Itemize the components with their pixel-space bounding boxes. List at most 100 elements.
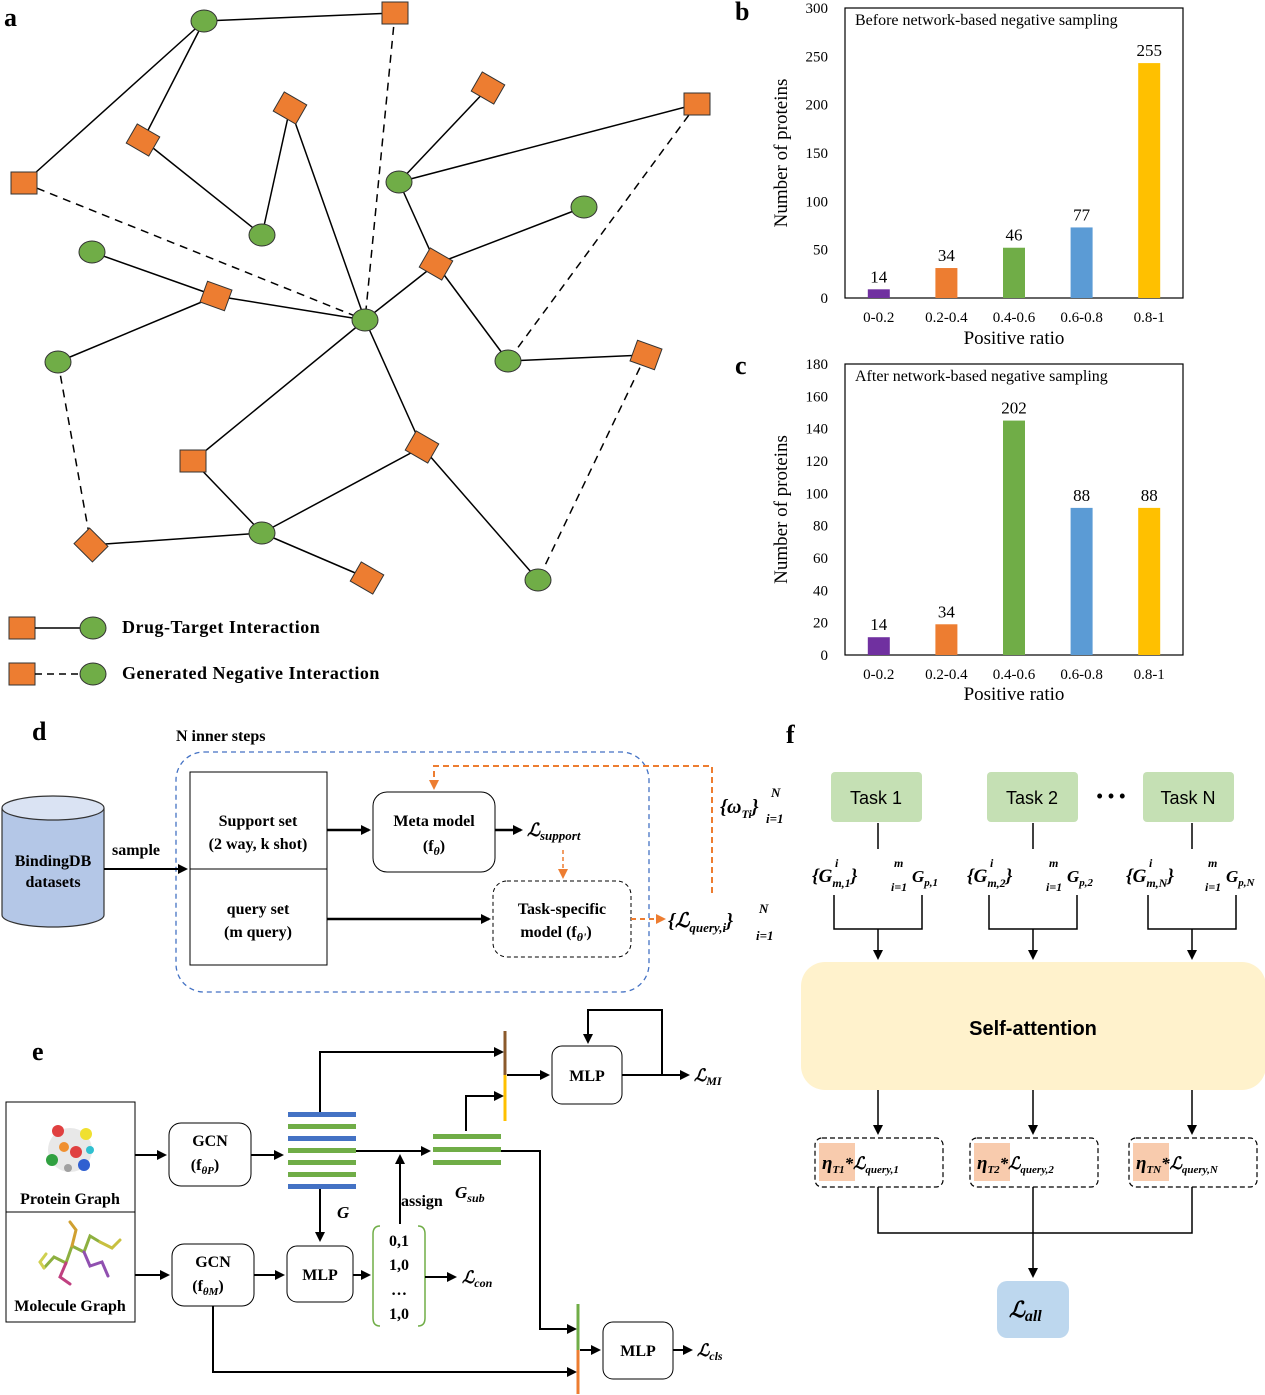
task-2-box <box>987 772 1078 822</box>
protein-graph-label: Protein Graph <box>20 1191 120 1208</box>
interaction-edge <box>261 446 423 534</box>
meta-model-box <box>372 791 496 873</box>
chart-before-sampling: Before network-based negative sampling05… <box>771 1 1184 349</box>
assign-row-1: 0,1 <box>389 1233 409 1250</box>
legend-target-icon <box>79 616 107 640</box>
g-label: G <box>337 1203 350 1222</box>
y-tick-label: 0 <box>821 648 829 664</box>
legend-dti-label: Drug-Target Interaction <box>122 617 320 637</box>
task-input-protein: Gp,N <box>1226 867 1256 889</box>
task-weights-set: {ωTi} <box>720 796 759 821</box>
graph-embedding-g <box>288 1112 356 1189</box>
x-tick-label: 0.6-0.8 <box>1060 310 1103 326</box>
panel-label-a: a <box>4 3 17 32</box>
x-tick-label: 0.4-0.6 <box>993 310 1036 326</box>
task-weight-highlight <box>974 1143 1010 1181</box>
interaction-edge <box>23 20 205 184</box>
drug-node <box>470 71 506 105</box>
drug-node <box>381 1 409 25</box>
x-axis-title: Positive ratio <box>964 328 1065 349</box>
gcn-molecule-label: GCN <box>195 1254 231 1271</box>
y-tick-label: 250 <box>806 49 829 65</box>
interaction-edge <box>421 446 539 581</box>
interaction-edge <box>507 354 647 362</box>
negative-edge <box>364 12 396 321</box>
self-attention-box <box>801 962 1265 1090</box>
negative-edge <box>537 354 647 581</box>
interaction-edge <box>90 532 263 546</box>
task-weight-highlight <box>1133 1143 1169 1181</box>
x-tick-label: 0.6-0.8 <box>1060 667 1103 683</box>
mi-loss: ℒMI <box>694 1066 723 1088</box>
task-input-formula: {Gm,2} <box>967 866 1013 890</box>
target-node <box>44 350 72 374</box>
drug-node <box>179 449 207 473</box>
task-input-formula: {Gm,1} <box>812 866 858 890</box>
mlp-bottom-label: MLP <box>620 1343 656 1360</box>
task-weights-lim: i=1 <box>766 811 784 826</box>
mlp-middle-label: MLP <box>302 1267 338 1284</box>
chart-title: After network-based negative sampling <box>855 368 1108 385</box>
drug-node <box>73 527 109 563</box>
task-input-sup2: m <box>1208 856 1217 870</box>
interaction-edge <box>261 107 291 236</box>
drug-node <box>683 92 711 116</box>
x-axis-title: Positive ratio <box>964 684 1065 705</box>
y-tick-label: 120 <box>806 454 829 470</box>
subgraph-embedding-gsub <box>433 1134 501 1165</box>
task-ellipsis: • • • <box>1097 786 1126 806</box>
target-node <box>78 240 106 264</box>
sample-label: sample <box>112 842 160 859</box>
db-label-1: BindingDB <box>15 853 92 870</box>
x-tick-label: 0.8-1 <box>1134 667 1165 683</box>
bar-value-label: 255 <box>1136 41 1162 60</box>
interaction-edge <box>398 87 489 183</box>
y-tick-label: 0 <box>821 291 829 307</box>
y-tick-label: 20 <box>813 616 828 632</box>
interaction-edge <box>435 206 585 265</box>
panel-label-b: b <box>735 0 749 26</box>
bar-value-label: 14 <box>870 267 888 286</box>
y-tick-label: 140 <box>806 422 829 438</box>
bar <box>935 268 958 298</box>
bar-value-label: 88 <box>1073 486 1090 505</box>
target-node <box>248 521 276 545</box>
bar-value-label: 202 <box>1001 399 1027 418</box>
panel-d-meta-learning: N inner steps BindingDB datasets sample … <box>1 728 784 993</box>
interaction-edge <box>192 460 263 534</box>
drug-node <box>272 91 308 125</box>
target-node <box>190 9 218 33</box>
query-loss-set: {ℒquery,i} <box>668 910 733 935</box>
bar-value-label: 34 <box>938 602 956 621</box>
db-label-2: datasets <box>25 874 80 891</box>
task-2-label: Task 2 <box>1006 788 1058 808</box>
task-input-protein: Gp,1 <box>912 867 938 889</box>
target-node <box>524 568 552 592</box>
bar-value-label: 46 <box>1006 226 1023 245</box>
drug-node <box>418 247 454 281</box>
gsub-label: Gsub <box>455 1183 485 1205</box>
bar-value-label: 34 <box>938 246 956 265</box>
bar <box>1138 507 1161 655</box>
legend-drug-icon-neg <box>8 662 36 686</box>
molecule-structure-image <box>38 1220 122 1286</box>
bar-value-label: 77 <box>1073 205 1091 224</box>
bar <box>867 289 890 298</box>
con-loss: ℒcon <box>462 1268 493 1290</box>
task-weight-highlight <box>819 1143 855 1181</box>
panel-e-architecture: Protein Graph Molecule Graph GCN (fθP) G… <box>5 1009 723 1394</box>
y-tick-label: 50 <box>813 243 828 259</box>
task-n-label: Task N <box>1160 788 1215 808</box>
bar <box>1070 227 1093 298</box>
task-input-sup: i <box>990 856 994 870</box>
task-input-formula: {Gm,N} <box>1126 866 1174 890</box>
assign-row-3: … <box>391 1282 407 1299</box>
target-node <box>351 308 379 332</box>
query-set-desc: (m query) <box>224 924 292 941</box>
bar <box>935 624 958 655</box>
drug-node <box>629 339 663 371</box>
bar-value-label: 88 <box>1141 486 1158 505</box>
panel-label-c: c <box>735 351 747 380</box>
x-tick-label: 0-0.2 <box>863 667 894 683</box>
